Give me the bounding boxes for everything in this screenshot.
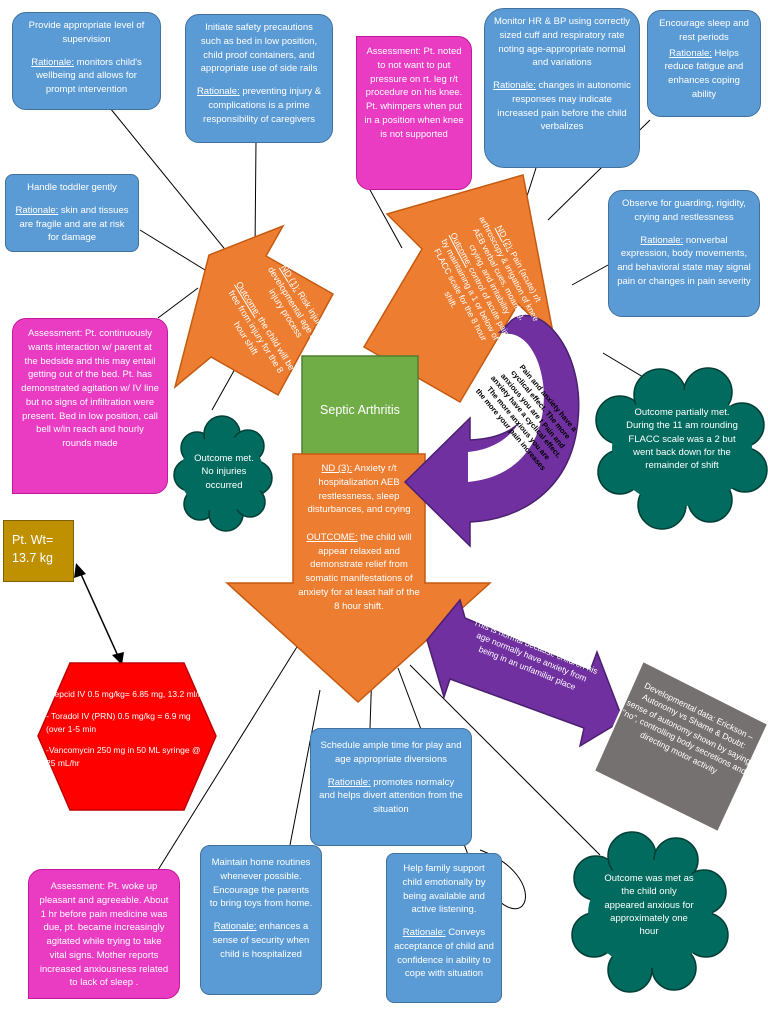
rationale-label: Rationale: [196,86,240,98]
home-routines-rationale: enhances a sense of security when child … [212,921,310,960]
meds-list: -Pepcid IV 0.5 mg/kg= 6.85 mg, 13.2 ml/h… [46,688,208,804]
monitor-hr-text: Monitor HR & BP using correctly sized cu… [493,16,631,69]
connector-line [289,689,321,846]
rationale-label: Rationale: [402,927,446,939]
nd3-outcome-text: the child will appear relaxed and demons… [298,531,420,612]
cloud-nd1 [173,415,273,532]
nd3-label: ND (3): [321,463,353,474]
outcome-nd2-text: Outcome partially met. During the 11 am … [626,407,738,472]
safety-text: Initiate safety precautions such as bed … [200,22,318,75]
assessment-knee-text: Assessment: Pt. noted to not want to put… [364,46,464,140]
family-support-text: Help family support child emotionally by… [402,863,486,916]
med-item: - Toradol IV (PRN) 0.5 mg/kg = 6.9 mg (o… [46,710,191,734]
rationale-label: Rationale: [640,234,684,246]
assessment-interaction-box: Assessment: Pt. continuously wants inter… [12,318,168,494]
rationale-label: Rationale: [31,56,74,68]
sleep-text: Encourage sleep and rest periods [659,18,749,43]
connector-line [139,229,206,271]
center-title: Septic Arthritis [320,403,400,417]
safety-rationale: preventing injury & complications is a p… [203,86,322,125]
handle-gently-box: Handle toddler gently Rationale: skin an… [5,174,139,252]
connector-line [254,139,257,251]
connector-line [571,264,609,286]
nd3-outcome-label: OUTCOME: [306,531,358,543]
guarding-text: Observe for guarding, rigidity, crying a… [622,198,746,223]
schedule-text: Schedule ample time for play and age app… [320,740,462,765]
rationale-label: Rationale: [15,204,59,216]
nd1-arrow-shape [173,224,335,397]
supervision-box: Provide appropriate level of supervision… [12,12,161,110]
med-item: -Vancomycin 250 mg in 50 ML syringe @ 25… [46,745,201,768]
supervision-rationale: monitors child's wellbeing and allows fo… [36,56,142,96]
nd3-diagnosis: Anxiety r/t hospitalization AEB restless… [307,463,411,516]
handle-gently-text: Handle toddler gently [27,182,117,193]
assessment-sleep-box: Assessment: Pt. woke up pleasant and agr… [28,869,180,999]
connector-line [109,107,233,259]
guarding-box: Observe for guarding, rigidity, crying a… [608,190,760,317]
connector-line [157,287,199,319]
assessment-knee-box: Assessment: Pt. noted to not want to put… [356,36,472,190]
assessment-sleep-text: Assessment: Pt. woke up pleasant and agr… [39,881,169,989]
rationale-label: Rationale: [493,80,536,92]
med-item: -Pepcid IV 0.5 mg/kg= 6.85 mg, 13.2 ml/h… [46,689,206,699]
weight-arrow [74,563,124,665]
sleep-rationale: Helps reduce fatigue and enhances coping… [664,47,744,100]
home-routines-box: Maintain home routines whenever possible… [200,845,322,995]
sleep-box: Encourage sleep and rest periods Rationa… [647,10,761,117]
rationale-label: Rationale: [213,921,257,933]
connector-line [409,664,601,856]
connector-line [369,189,403,249]
monitor-hr-rationale: changes in autonomic responses may indic… [497,80,631,133]
cloud-nd3 [571,831,729,993]
assessment-interaction-text: Assessment: Pt. continuously wants inter… [21,328,159,450]
monitor-hr-box: Monitor HR & BP using correctly sized cu… [484,8,640,168]
meds-hexagon-shape [37,662,217,811]
outcome-nd1-text: Outcome met. No injuries occurred [194,453,254,491]
center-box-shape [301,355,419,463]
guarding-rationale: nonverbal expression, body movements, an… [617,234,751,287]
nd3-text: ND (3): Anxiety r/t hospitalization AEB … [295,462,423,622]
outcome-nd3-text: Outcome was met as the child only appear… [604,873,694,938]
family-support-box: Help family support child emotionally by… [386,853,502,1003]
nd2-arrow-shape [362,174,556,404]
schedule-rationale: promotes normalcy and helps divert atten… [319,776,463,816]
cloud-nd2 [595,367,768,530]
family-support-rationale: Conveys acceptance of child and confiden… [394,927,494,980]
safety-box: Initiate safety precautions such as bed … [185,14,333,143]
developmental-box-shape [592,659,768,834]
schedule-box: Schedule ample time for play and age app… [310,728,472,846]
rationale-label: Rationale: [327,776,371,788]
connector-line [157,641,301,871]
handle-gently-rationale: skin and tissues are fragile and are at … [19,204,129,244]
curved-arrow-band [468,333,544,482]
supervision-text: Provide appropriate level of supervision [28,20,145,45]
rationale-label: Rationale: [669,47,712,59]
home-routines-text: Maintain home routines whenever possible… [209,857,313,910]
weight-box: Pt. Wt= 13.7 kg [3,520,74,582]
